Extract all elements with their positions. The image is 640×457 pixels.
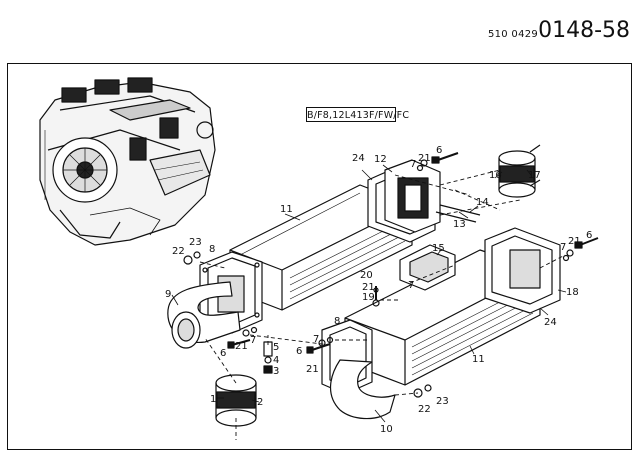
part-label-23-lower: 23 [436,396,449,407]
part-label-13: 13 [453,219,466,230]
part-label-22-lower: 22 [418,404,431,415]
part-label-21-lower: 21 [306,364,319,375]
part-label-6-left: 6 [220,348,226,359]
drawing-number: 510 04290148-58 [488,18,630,43]
leader-lines [171,164,567,423]
part-label-22-left: 22 [172,246,185,257]
part-label-7-right: 7 [560,242,566,253]
part-label-11-upper: 11 [280,204,293,215]
part-label-8-left: 8 [209,244,215,255]
hose-clamp-16-17 [498,144,541,198]
engine-variant-label: B/F8,12L413F/FW/FC [306,107,409,122]
part-label-1: 1 [210,394,216,405]
part-label-19: 19 [362,292,375,303]
part-label-14: 14 [476,197,489,208]
part-label-11-lower: 11 [472,354,485,365]
part-label-7-lower: 7 [313,334,319,345]
engine-illustration [39,77,216,246]
part-label-8-lower: 8 [334,316,340,327]
part-label-5: 5 [273,342,279,353]
part-label-6-lower: 6 [296,346,302,357]
heat-exchanger-right [344,227,561,386]
part-label-17: 17 [528,170,541,181]
part-label-21-mid: 21 [362,282,375,293]
part-label-9: 9 [165,289,171,300]
part-label-20: 20 [360,270,373,281]
part-label-3: 3 [273,366,279,377]
part-label-18: 18 [566,287,579,298]
fasteners [183,152,599,398]
part-label-24-right: 24 [544,317,557,328]
part-label-4: 4 [273,355,279,366]
part-label-15: 15 [432,243,445,254]
part-label-24-top: 24 [352,153,365,164]
part-label-6-top: 6 [436,145,442,156]
part-label-2: 2 [257,397,263,408]
drawing-frame [7,63,632,450]
part-label-12: 12 [374,154,387,165]
part-label-21-right: 21 [568,236,581,247]
part-label-6-right: 6 [586,230,592,241]
part-label-16: 16 [489,170,502,181]
part-label-7-top: 7 [410,159,416,170]
part-label-23-left: 23 [189,237,202,248]
part-label-10: 10 [380,424,393,435]
part-label-21-top: 21 [418,153,431,164]
part-label-21-left: 21 [235,341,248,352]
part-label-7-left: 7 [250,335,256,346]
drawing-number-main: 0148-58 [538,18,630,43]
assembly-guide-lines [199,169,566,440]
drawing-number-prefix: 510 0429 [487,29,539,40]
part-label-7-mid: 7 [408,280,414,291]
